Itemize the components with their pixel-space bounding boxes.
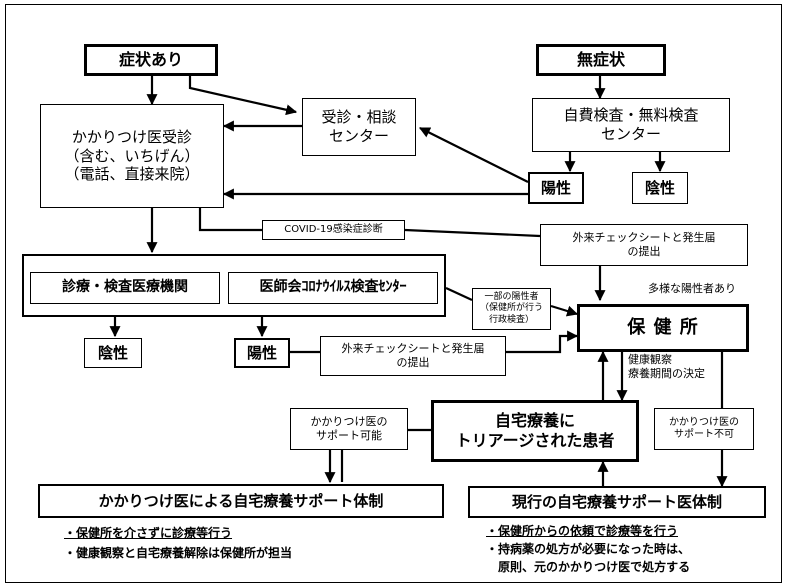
positive-mid-box: 陽性 [234,338,290,368]
arrow-partial-to-healthcenter [550,304,579,317]
line-covid-diagnosis [198,208,262,232]
negative-top-box: 陰性 [632,172,688,204]
clinic-visit-box: かかりつけ医受診 （含む、いちげん） （電話、直接来院） [40,104,224,208]
report-sheet-mid-box: 外来チェックシートと発生届 の提出 [320,336,506,376]
line-covid-to-report [404,228,541,238]
right-note-2: ・持病薬の処方が必要になった時は、 [486,542,691,556]
diagram-frame [5,4,782,583]
left-note-2: ・健康観察と自宅療養解除は保健所が担当 [64,546,293,560]
asymptomatic-box: 無症状 [536,44,666,76]
doctor-home-support-system-box: かかりつけ医による自宅療養サポート体制 [38,484,444,518]
medical-association-center-box: 医師会ｺﾛﾅｳｲﾙｽ検査ｾﾝﾀｰ [228,272,438,304]
negative-mid-box: 陰性 [84,338,142,368]
home-care-patient-box: 自宅療養に トリアージされた患者 [431,400,639,462]
doctor-support-impossible-box: かかりつけ医の サポート不可 [654,408,754,450]
doctor-support-possible-box: かかりつけ医の サポート可能 [290,408,408,450]
arrow-report-mid-to-healthcenter [506,330,579,354]
line-assoc-to-partial [445,287,473,301]
health-observation-label: 健康観察 療養期間の決定 [628,353,705,381]
covid-diagnosis-label: COVID-19感染症診断 [262,220,405,240]
current-home-support-system-box: 現行の自宅療養サポート医体制 [468,486,766,518]
arrow-positive-to-consult [419,127,529,183]
report-sheet-top-box: 外来チェックシートと発生届 の提出 [540,224,748,266]
diverse-positive-label: 多様な陽性者あり [648,282,736,295]
partial-positive-box: 一部の陽性者 （保健所が行う 行政検査） [472,288,551,330]
health-center-box: 保 健 所 [577,304,749,352]
right-note-3: 原則、元のかかりつけ医で処方する [498,560,691,574]
self-pay-test-center-box: 自費検査・無料検査 センター [532,98,730,152]
positive-top-box: 陽性 [528,172,584,204]
left-note-1: ・保健所を介さずに診療等行う [64,526,233,540]
right-note-1: ・保健所からの依頼で診療等を行う [486,524,679,538]
symptomatic-box: 症状あり [84,44,218,76]
arrow-symptom-to-consult [188,76,298,116]
consultation-center-box: 受診・相談 センター [302,98,416,156]
medical-institution-box: 診療・検査医療機関 [30,272,220,304]
